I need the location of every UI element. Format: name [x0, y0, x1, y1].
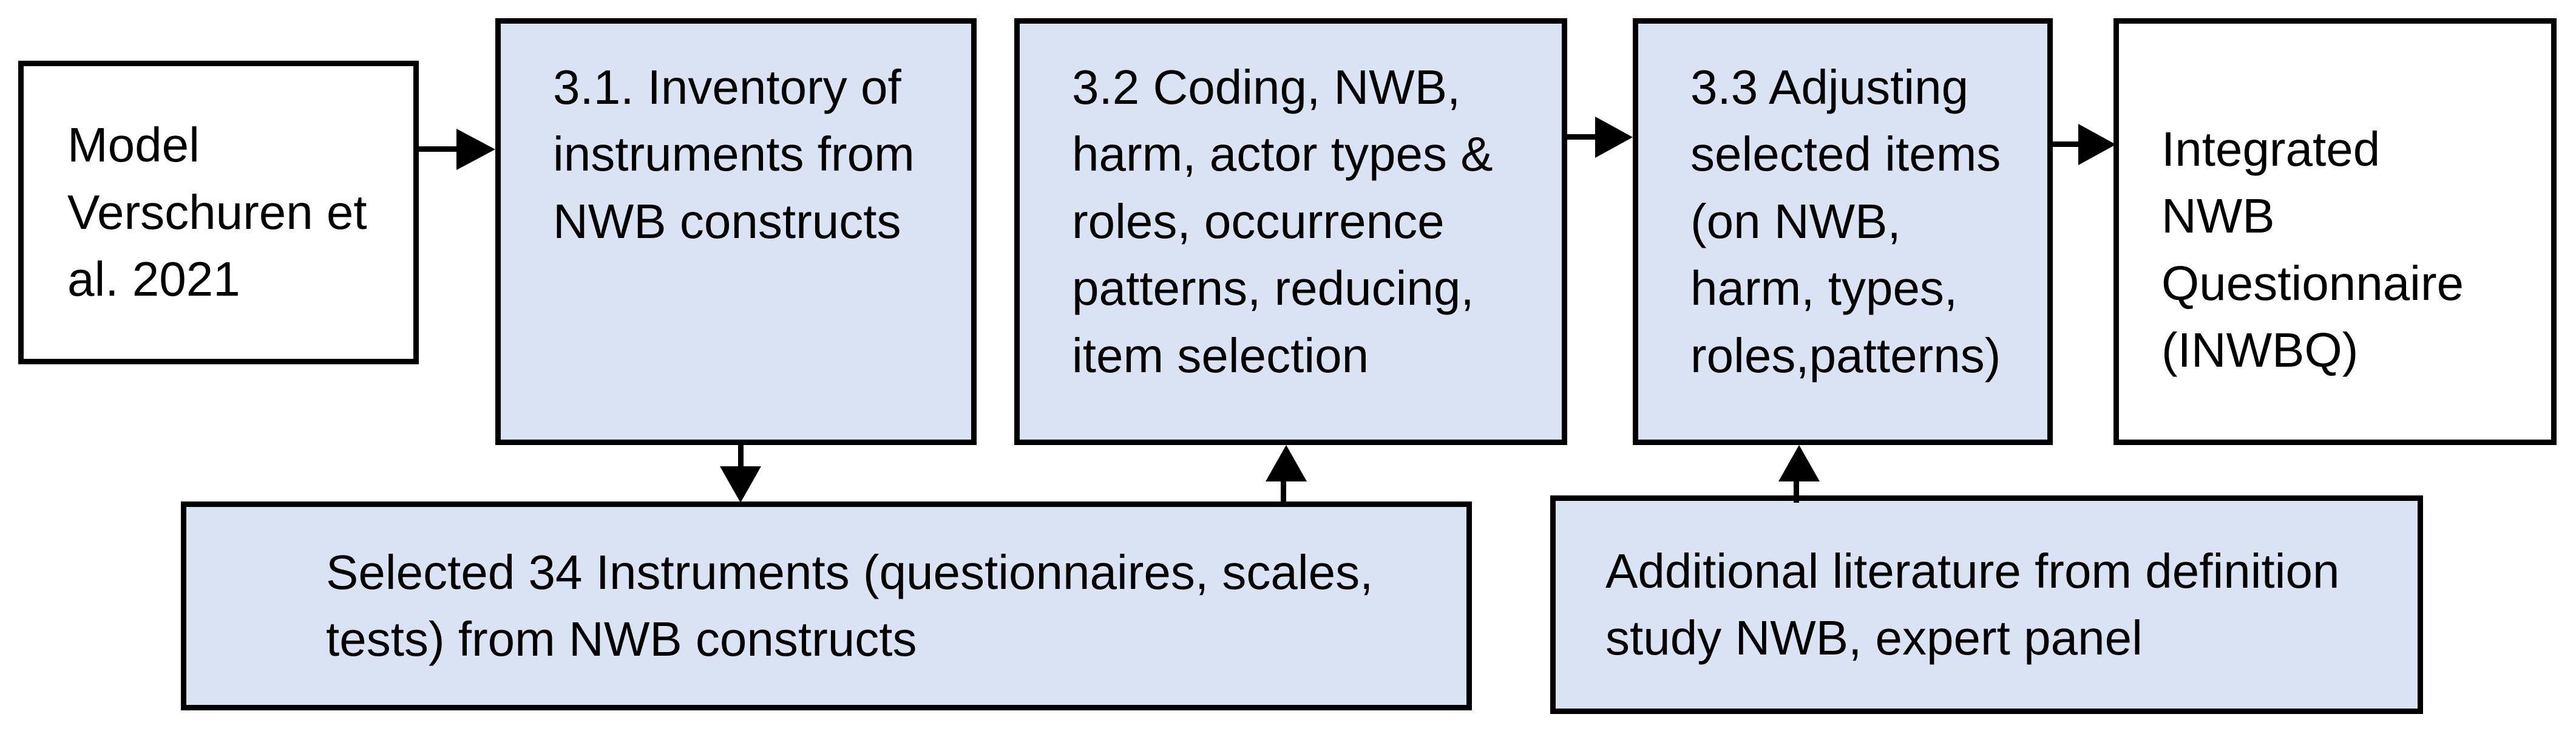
arrow-step31-to-instruments-stem [738, 445, 744, 474]
box-additional-literature: Additional literature from definition st… [1550, 495, 2423, 714]
box-step-3-3-adjusting: 3.3 Adjusting selected items (on NWB, ha… [1633, 18, 2053, 445]
arrow-right-icon [456, 129, 495, 170]
box-model-verschuren: Model Verschuren et al. 2021 [18, 61, 419, 364]
box-step-3-3-adjusting-label: 3.3 Adjusting selected items (on NWB, ha… [1690, 60, 2001, 382]
arrow-down-icon [720, 466, 761, 503]
box-step-3-2-coding-label: 3.2 Coding, NWB, harm, actor types & rol… [1072, 60, 1493, 382]
box-selected-instruments-label: Selected 34 Instruments (questionnaires,… [326, 545, 1374, 666]
arrow-literature-to-step33-stem [1794, 475, 1799, 503]
arrow-up-icon [1266, 445, 1307, 481]
arrow-step32-to-step33-stem [1566, 134, 1601, 140]
box-additional-literature-label: Additional literature from definition st… [1605, 543, 2340, 665]
box-model-verschuren-label: Model Verschuren et al. 2021 [67, 118, 367, 307]
arrow-right-icon [1595, 117, 1633, 158]
box-step-3-1-inventory: 3.1. Inventory of instruments from NWB c… [495, 18, 977, 445]
arrow-up-icon [1778, 445, 1820, 481]
arrow-step33-to-output-stem [2052, 141, 2084, 147]
arrow-instruments-to-step32-stem [1281, 475, 1286, 503]
box-selected-instruments: Selected 34 Instruments (questionnaires,… [181, 501, 1472, 710]
box-integrated-nwb-questionnaire: Integrated NWB Questionnaire (INWBQ) [2113, 18, 2557, 445]
arrow-model-to-step31-stem [419, 146, 463, 152]
box-integrated-nwb-questionnaire-label: Integrated NWB Questionnaire (INWBQ) [2161, 121, 2464, 377]
box-step-3-2-coding: 3.2 Coding, NWB, harm, actor types & rol… [1014, 18, 1567, 445]
box-step-3-1-inventory-label: 3.1. Inventory of instruments from NWB c… [553, 60, 915, 248]
arrow-right-icon [2078, 124, 2116, 165]
